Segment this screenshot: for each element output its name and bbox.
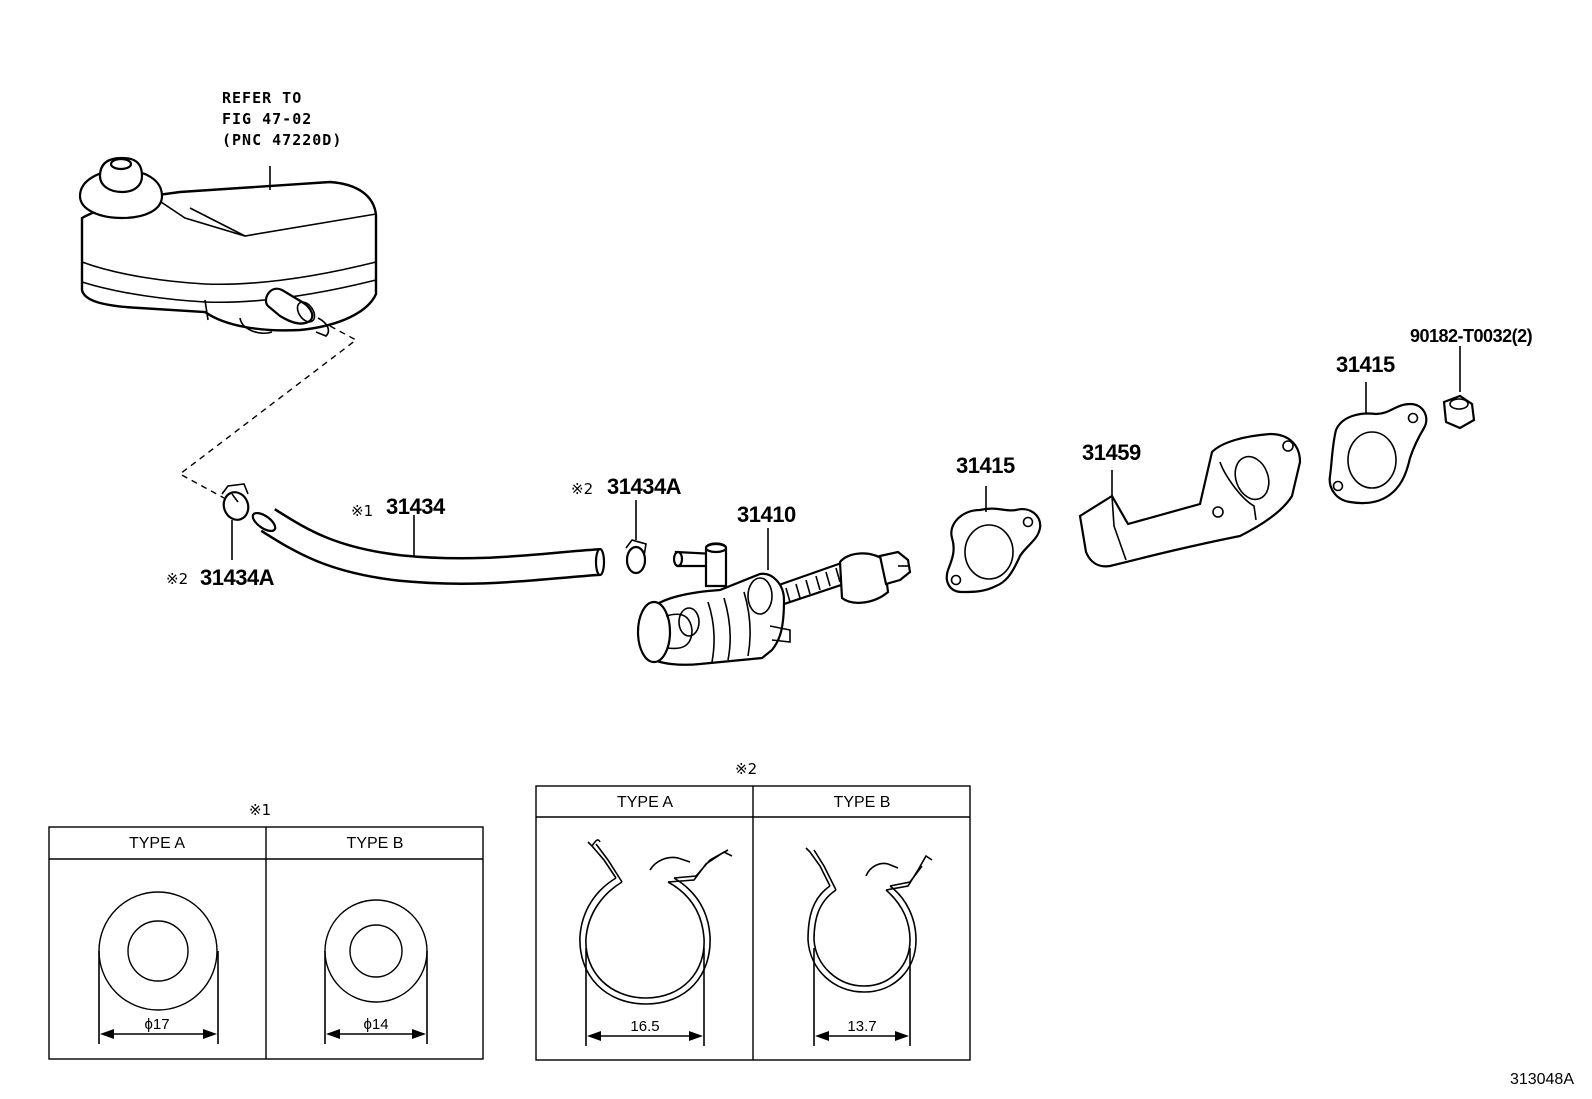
table2-dim-a: 16.5 — [630, 1018, 659, 1035]
table2-dim-b: 13.7 — [847, 1018, 876, 1035]
clip-type-table — [535, 785, 971, 1061]
hose-clip-right-illustration — [625, 539, 647, 575]
clip-left-mark: ※2 — [166, 570, 188, 588]
figure-id: 313048A — [1510, 1071, 1574, 1088]
reservoir-hose-illustration — [251, 508, 606, 586]
gasket-left-illustration — [945, 507, 1042, 594]
table2-type-a-header: TYPE A — [617, 794, 673, 811]
table1-dim-a: ϕ17 — [144, 1016, 169, 1033]
reference-note-line2: FIG 47-02 — [222, 110, 312, 128]
master-cylinder-part-number[interactable]: 31410 — [737, 502, 796, 527]
nut-illustration — [1442, 394, 1476, 430]
reference-note-line3: (PNC 47220D) — [222, 131, 342, 149]
table1-type-b-header: TYPE B — [347, 835, 404, 852]
hose-type-b-cross-section — [324, 899, 428, 1044]
hose-type-a-cross-section — [98, 891, 219, 1044]
bracket-illustration — [1078, 432, 1302, 568]
hose-routing-dashed-line — [178, 325, 358, 499]
hose-clip-left-illustration — [221, 483, 250, 521]
gasket-left-part-number[interactable]: 31415 — [956, 453, 1015, 478]
clutch-master-cylinder-illustration — [636, 542, 912, 666]
table1-type-a-header: TYPE A — [129, 835, 185, 852]
bracket-part-number[interactable]: 31459 — [1082, 440, 1141, 465]
gasket-right-part-number[interactable]: 31415 — [1336, 352, 1395, 377]
clip-type-b-drawing — [805, 847, 933, 1046]
reference-note-line1: REFER TO — [222, 89, 302, 107]
hose-mark: ※1 — [351, 502, 373, 520]
table2-mark: ※2 — [735, 760, 757, 778]
hose-part-number[interactable]: 31434 — [386, 494, 446, 519]
clip-type-a-drawing — [579, 839, 733, 1046]
nut-part-number[interactable]: 90182-T0032(2) — [1410, 326, 1533, 346]
clip-right-mark: ※2 — [571, 480, 593, 498]
gasket-right-illustration — [1328, 402, 1428, 505]
table2-type-b-header: TYPE B — [834, 794, 891, 811]
table1-dim-b: ϕ14 — [363, 1016, 388, 1033]
table1-mark: ※1 — [249, 801, 271, 819]
clip-right-part-number[interactable]: 31434A — [607, 474, 682, 499]
reservoir-tank-illustration — [78, 156, 378, 337]
clip-left-part-number[interactable]: 31434A — [200, 565, 275, 590]
hose-type-table — [48, 826, 484, 1060]
